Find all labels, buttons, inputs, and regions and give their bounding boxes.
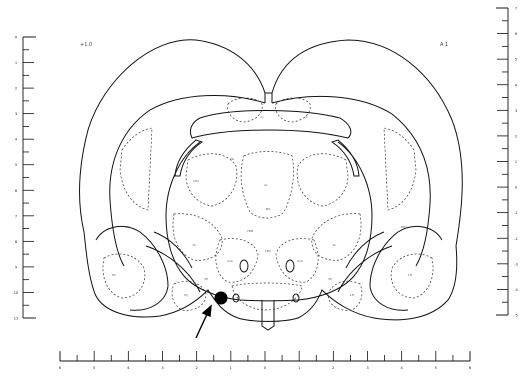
region-label: cc <box>260 115 264 119</box>
region-label: VP <box>328 277 332 281</box>
brain-outer-contour <box>80 40 463 322</box>
ruler-tick-label: 7 <box>15 214 17 218</box>
region-label: LPO <box>265 249 271 253</box>
region-label: LH <box>408 273 412 277</box>
region-label: DEn <box>125 225 131 229</box>
basal-forebrain-core <box>166 142 372 301</box>
corpus-callosum <box>190 111 350 139</box>
ruler-tick-label: -2 <box>514 237 518 241</box>
ruler-tick-label: 5 <box>93 366 95 370</box>
region-label: Ac <box>264 183 268 187</box>
region-label: Acb <box>227 259 233 263</box>
region-label: LH <box>350 293 354 297</box>
ruler-tick-label: 1 <box>515 160 517 164</box>
arrow-icon <box>196 306 211 338</box>
ruler-tick-label: 0 <box>515 186 518 190</box>
left-ventral-lobe <box>96 226 168 310</box>
ruler-tick-label: 0 <box>264 366 267 370</box>
coronal-section <box>80 40 463 330</box>
region-label: LSI <box>230 157 235 161</box>
ruler-tick-label: 3 <box>161 366 163 370</box>
right-ventral-lobe <box>370 226 442 310</box>
region-label: Pir <box>112 273 117 277</box>
ruler-tick-label: 2 <box>15 87 17 91</box>
ruler-tick-label: 5 <box>15 163 17 167</box>
ruler-tick-label: 6 <box>15 189 18 193</box>
ruler-tick-label: 1 <box>298 366 300 370</box>
left-lateral-ventricle <box>175 140 202 176</box>
ruler-tick-label: 6 <box>59 366 62 370</box>
ruler-tick-label: -5 <box>514 314 518 318</box>
ruler-tick-label: 4 <box>401 366 404 370</box>
cortex-inner-boundary <box>110 95 265 266</box>
ruler-tick-label: -4 <box>514 288 518 292</box>
region-label: VDB <box>247 229 253 233</box>
ruler-tick-label: 11 <box>14 317 19 321</box>
ruler-tick-label: 4 <box>127 366 130 370</box>
ruler-tick-label: 2 <box>515 134 517 138</box>
right-plate-label: A 1 <box>440 42 448 48</box>
ruler-tick-label: 3 <box>515 109 517 113</box>
region-label: Acb <box>297 259 303 263</box>
ruler-tick-label: 6 <box>469 366 472 370</box>
ruler-tick-label: 4 <box>515 83 518 87</box>
ruler-tick-label: -1 <box>514 211 518 215</box>
ruler-tick-label: 5 <box>515 58 517 62</box>
region-label: MS <box>266 207 271 211</box>
ruler-tick-label: 8 <box>15 240 18 244</box>
region-label: ICj <box>184 293 188 297</box>
region-label: VP <box>204 277 208 281</box>
region-label: Tu <box>331 243 335 247</box>
region-label: cc <box>304 115 308 119</box>
ruler-tick-label: 3 <box>366 366 368 370</box>
ruler-tick-label: -3 <box>514 262 518 266</box>
left-plate-label: +1.0 <box>80 42 92 48</box>
region-label: DEn <box>401 225 407 229</box>
ruler-tick-label: 1 <box>15 61 17 65</box>
ruler-tick-label: 7 <box>515 7 517 11</box>
region-label: CPu <box>193 179 199 183</box>
ruler-tick-label: 1 <box>230 366 232 370</box>
ruler-tick-label: 10 <box>14 291 19 295</box>
right-lateral-ventricle <box>332 140 359 176</box>
lesion-marker <box>215 292 228 305</box>
ruler-tick-label: 3 <box>15 112 17 116</box>
ruler-tick-label: 6 <box>515 32 518 36</box>
region-label: Tu <box>191 243 195 247</box>
ruler-tick-label: 2 <box>196 366 198 370</box>
ruler-tick-label: 5 <box>435 366 437 370</box>
ruler-tick-label: 9 <box>15 265 18 269</box>
ruler-tick-label: 2 <box>332 366 334 370</box>
ruler-tick-label: 0 <box>15 36 18 40</box>
ruler-tick-label: 4 <box>15 138 18 142</box>
